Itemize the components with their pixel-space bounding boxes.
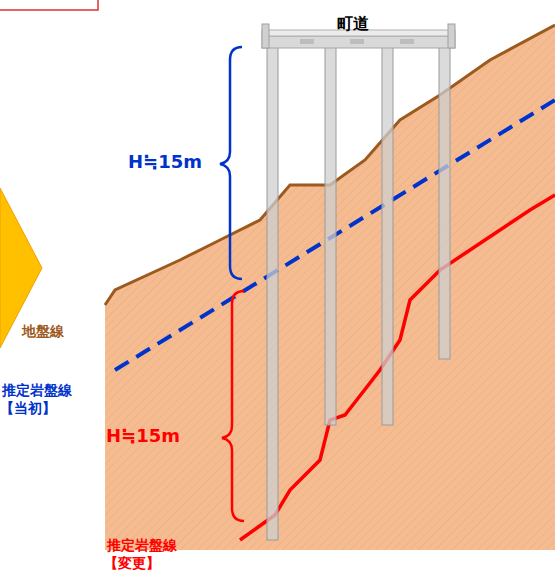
height-dimension: H≒15m — [128, 152, 202, 172]
height-dimension: H≒15m — [106, 426, 180, 446]
rock-line-note: 【当初】 — [0, 401, 56, 416]
rock-line-note: 【変更】 — [104, 556, 160, 571]
height-bracket — [220, 47, 242, 279]
ground-body — [105, 25, 555, 550]
box-fragment — [0, 0, 98, 10]
height-bracket — [222, 291, 244, 521]
pile — [439, 45, 450, 359]
road-name: 町道 — [337, 15, 369, 33]
ground-line-label: 地盤線 — [22, 324, 64, 339]
pile — [267, 45, 278, 540]
rock-line-revised — [240, 195, 555, 540]
rock-line-label: 推定岩盤線 — [107, 538, 177, 553]
rock-line-label: 推定岩盤線 — [2, 383, 72, 398]
piles — [267, 45, 450, 540]
pile — [382, 45, 393, 425]
pile — [325, 45, 336, 425]
